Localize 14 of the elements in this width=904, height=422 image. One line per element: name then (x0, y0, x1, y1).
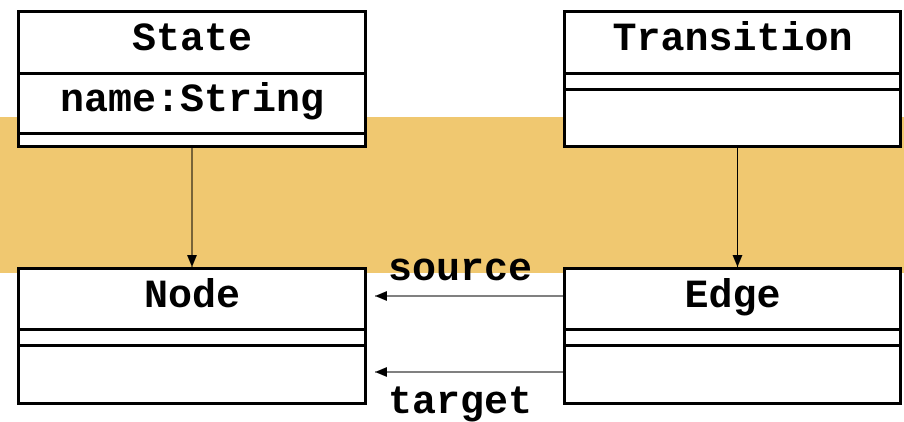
class-name: State (132, 19, 252, 63)
class-name: Node (144, 276, 240, 320)
class-box (17, 267, 367, 405)
association-arrow (374, 367, 564, 377)
edge-label: target (388, 382, 532, 422)
class-box (563, 267, 902, 405)
class-name: Transition (612, 19, 853, 63)
class-attribute: name:String (60, 80, 324, 124)
class-name: Edge (684, 276, 780, 320)
association-arrow (732, 148, 742, 268)
class-box (563, 10, 902, 148)
association-arrow (374, 291, 564, 301)
class-box (17, 10, 367, 148)
association-arrow (187, 148, 197, 268)
